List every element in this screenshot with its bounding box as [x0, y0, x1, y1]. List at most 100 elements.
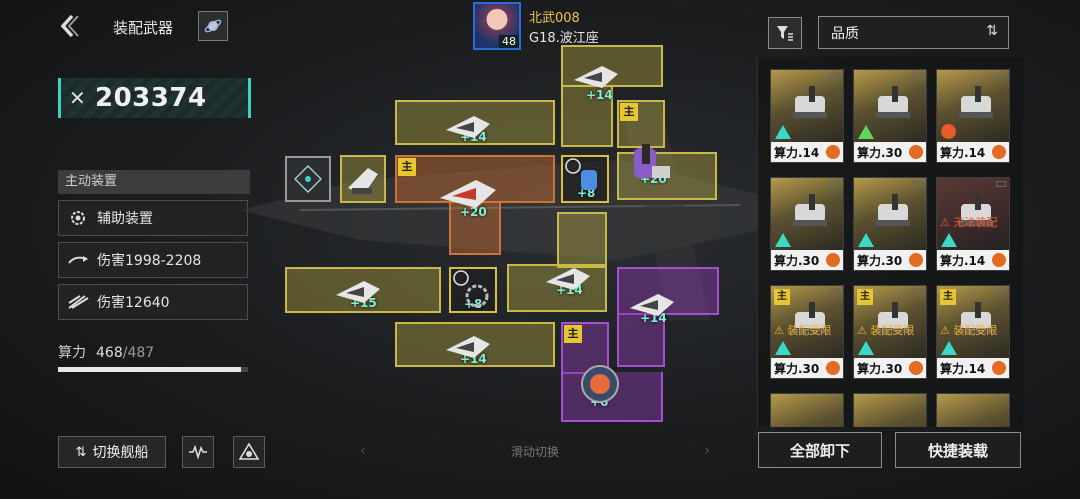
- item-power-footer: 算力.30: [771, 250, 843, 270]
- item-power: 算力.14: [774, 145, 820, 160]
- warning-icon: ⚠ 装配受限: [857, 324, 915, 337]
- item-power: 算力.30: [857, 253, 903, 268]
- compute-max: 487: [127, 345, 155, 361]
- item-art: [771, 394, 843, 427]
- main-badge: 主: [940, 289, 956, 305]
- warning-icon: ⚠ 装配受限: [940, 324, 998, 337]
- inventory-card[interactable]: 算力.30: [853, 69, 927, 163]
- upgrade-gear-icon: [992, 253, 1006, 267]
- main-badge: 主: [398, 158, 416, 176]
- side-item-label: 伤害12640: [97, 295, 170, 311]
- main-badge: 主: [620, 103, 638, 121]
- back-button[interactable]: [58, 12, 84, 40]
- item-power: 算力.14: [940, 145, 986, 160]
- upgrade-gear-icon: [992, 361, 1006, 375]
- main-badge: 主: [774, 289, 790, 305]
- quick-equip-button[interactable]: 快捷装载: [895, 432, 1021, 468]
- waveform-button[interactable]: [182, 436, 214, 468]
- slash-icon: [67, 293, 89, 311]
- inventory-card[interactable]: 主 ⚠ 装配受限算力.14: [936, 285, 1010, 379]
- weapon-slot-right-low-ext[interactable]: [617, 313, 665, 367]
- item-power: 算力.14: [940, 361, 986, 376]
- item-status: 无法装配: [953, 216, 998, 229]
- sort-label: 品质: [831, 25, 859, 42]
- item-status: 装配受限: [787, 324, 832, 337]
- item-power-footer: 算力.14: [771, 142, 843, 162]
- weapon-item-icon: [959, 302, 993, 334]
- compute-progress-fill: [58, 367, 241, 372]
- warning-icon: ⚠ 无法装配: [940, 216, 998, 229]
- weapon-item-icon: [876, 86, 910, 118]
- side-item-aux-device[interactable]: 辅助装置: [58, 200, 248, 236]
- gear-icon: [67, 209, 89, 227]
- inventory-card[interactable]: 算力.30: [853, 177, 927, 271]
- filter-button[interactable]: [768, 17, 802, 49]
- weapon-item-icon: [793, 194, 827, 226]
- item-status: 装配受限: [953, 324, 998, 337]
- inventory-card[interactable]: 算力.14: [770, 69, 844, 163]
- upgrade-gear-icon: [826, 361, 840, 375]
- inventory-card[interactable]: 算力.30: [770, 177, 844, 271]
- player-server: G18.波江座: [529, 31, 599, 46]
- target-reticle-icon: [294, 165, 322, 193]
- upgrade-gear-icon: [909, 145, 923, 159]
- side-item-damage-slash[interactable]: 伤害12640: [58, 284, 248, 320]
- inventory-card[interactable]: [770, 393, 844, 427]
- chevron-right-icon: ›: [704, 443, 710, 459]
- sort-icon: ⇅: [986, 23, 998, 39]
- cannon-turret-icon: [634, 144, 670, 178]
- sort-dropdown[interactable]: 品质 ⇅: [818, 16, 1009, 49]
- inventory-card[interactable]: 主⚠ 装配受限算力.30: [770, 285, 844, 379]
- missile-icon: [67, 251, 89, 269]
- player-avatar[interactable]: 48: [473, 2, 521, 50]
- planet-icon: [204, 19, 222, 33]
- compute-label: 算力: [58, 345, 86, 361]
- weapon-slot-top-ext[interactable]: [561, 85, 613, 147]
- weapon-slot-center-big-ext[interactable]: [449, 201, 501, 255]
- swap-icon: ⇅: [75, 444, 87, 460]
- combat-power-display: ✕ 203374: [58, 78, 251, 118]
- corner-icon: [996, 73, 1006, 79]
- player-level: 48: [499, 35, 519, 48]
- shield-pod-icon: [581, 365, 619, 403]
- quality-triangle-icon: [775, 125, 791, 139]
- quality-triangle-icon: [858, 341, 874, 355]
- item-art: [854, 394, 926, 427]
- waveform-icon: [189, 445, 207, 459]
- unequip-all-button[interactable]: 全部卸下: [758, 432, 882, 468]
- switch-ship-button[interactable]: ⇅ 切换舰船: [58, 436, 166, 468]
- quality-triangle-icon: [941, 341, 957, 355]
- compute-readout: 算力 468/487: [58, 342, 154, 362]
- upgrade-gear-icon: [826, 145, 840, 159]
- quality-triangle-icon: [775, 341, 791, 355]
- core-slot[interactable]: [285, 156, 331, 202]
- combat-power-value: 203374: [95, 83, 207, 113]
- chevron-left-icon: ‹: [360, 443, 366, 459]
- inventory-card[interactable]: [853, 393, 927, 427]
- unequip-all-label: 全部卸下: [789, 441, 850, 460]
- inventory-card[interactable]: ⚠ 无法装配算力.14: [936, 177, 1010, 271]
- planet-button[interactable]: [198, 11, 228, 41]
- gear-module-icon: [453, 270, 489, 308]
- weapon-slot-mid-right-a[interactable]: [557, 212, 607, 268]
- slot-level-tag: +14: [640, 311, 667, 325]
- upgrade-gear-icon: [909, 253, 923, 267]
- energy-module-icon: [565, 158, 597, 190]
- weapon-slot-mid-right-b[interactable]: [507, 264, 607, 312]
- item-power-footer: 算力.14: [937, 250, 1009, 270]
- chevron-left-icon: [60, 14, 79, 38]
- weapon-item-icon: [959, 86, 993, 118]
- fleet-button[interactable]: [233, 436, 265, 468]
- fighter-icon: [446, 116, 490, 138]
- inventory-card[interactable]: 算力.14: [936, 69, 1010, 163]
- side-item-damage-missile[interactable]: 伤害1998-2208: [58, 242, 248, 278]
- inventory-card[interactable]: 主⚠ 装配受限算力.30: [853, 285, 927, 379]
- weapon-item-icon: [876, 194, 910, 226]
- compute-used: 468: [96, 345, 123, 361]
- fighter-icon: [630, 294, 674, 316]
- weapon-item-icon: [793, 86, 827, 118]
- quality-triangle-icon: [775, 233, 791, 247]
- compute-separator: /: [122, 345, 128, 361]
- inventory-card[interactable]: [936, 393, 1010, 427]
